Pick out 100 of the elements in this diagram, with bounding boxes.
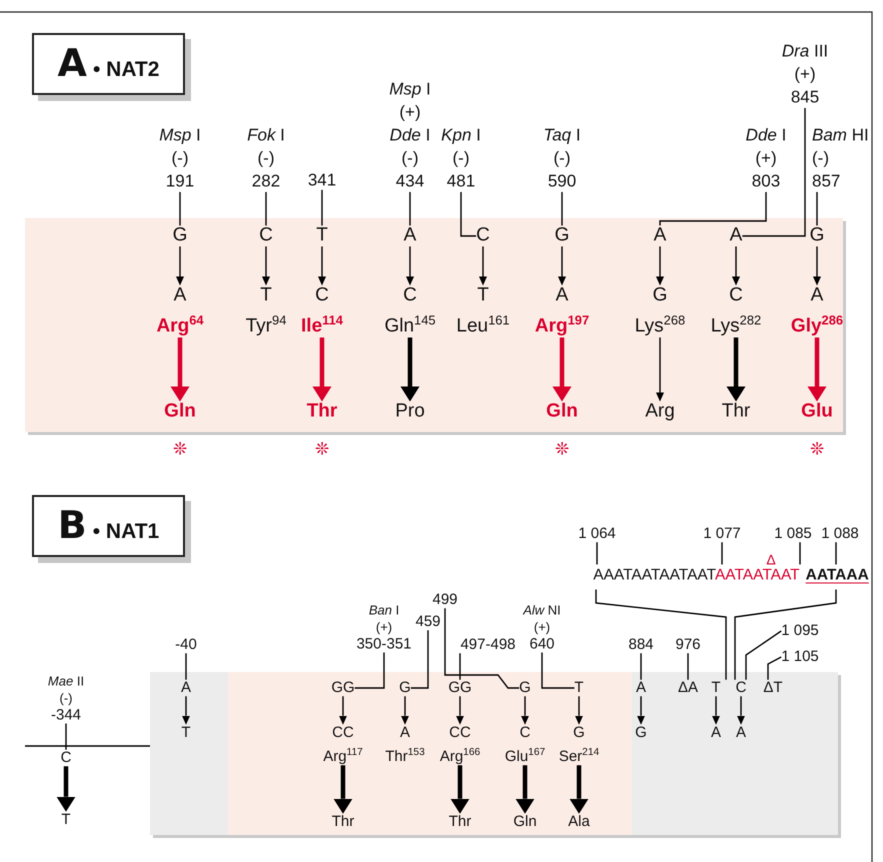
position-number: 341 [308, 171, 336, 190]
amino-acid-label: Lys$^{282}$ [710, 316, 762, 338]
amino-acid-label: Arg [645, 402, 675, 422]
nucleotide-label: T [181, 724, 191, 742]
position-number: 1 085 [774, 526, 812, 542]
amino-acid-label: Thr [722, 402, 750, 422]
nucleotide-label: A [636, 680, 646, 696]
site-change-sign: (-) [256, 147, 276, 169]
site-change-sign: (-) [452, 147, 470, 169]
amino-acid-label: Ser$^{214}$ [558, 748, 600, 766]
sequence-text: AATAAA [806, 566, 869, 584]
arrow [318, 246, 326, 286]
amino-acid-label: Gly$^{286}$ [790, 316, 844, 338]
arrow [262, 246, 270, 286]
position-number: 350-351 [356, 636, 412, 652]
position-number: 884 [628, 636, 654, 654]
arrow [479, 246, 487, 286]
site-change-sign: (+) [374, 618, 394, 636]
amino-acid-label: Ala [568, 814, 590, 830]
arrow [406, 246, 414, 286]
position-number: 434 [394, 170, 426, 192]
nucleotide-label: C [729, 286, 743, 306]
position-number: 499 [432, 592, 458, 608]
arrow [552, 337, 572, 402]
amino-acid-label: Thr [306, 402, 338, 422]
amino-acid-label: Thr [332, 814, 354, 830]
leader-line [595, 590, 727, 680]
arrow [737, 696, 745, 725]
enzyme-name: Mae II [48, 672, 84, 690]
amino-acid-label: Leu$^{161}$ [456, 316, 510, 338]
leader-line [409, 192, 411, 226]
amino-acid-label: Thr [448, 814, 472, 830]
nucleotide-label: GG [331, 680, 355, 696]
nucleotide-label: C [520, 724, 530, 742]
leader-line [185, 653, 187, 680]
leader-line [687, 653, 689, 680]
amino-acid-label: Glu [801, 402, 833, 422]
nucleotide-label: C [259, 226, 273, 246]
leader-line [816, 192, 818, 226]
arrow [570, 765, 588, 814]
nucleotide-label: T [260, 286, 272, 306]
leader-line [541, 652, 574, 689]
nucleotide-label: C [736, 680, 746, 696]
position-number: 282 [250, 170, 282, 192]
nucleotide-label: ΔT [763, 680, 783, 696]
arrow [339, 696, 347, 725]
arrow [732, 246, 740, 286]
arrow [656, 337, 664, 402]
site-change-sign: (-) [552, 147, 572, 169]
amino-acid-label: Thr$^{153}$ [385, 748, 425, 766]
nucleotide-label: C [476, 226, 490, 246]
position-number: 481 [446, 170, 476, 192]
nucleotide-label: G [172, 226, 188, 246]
site-change-sign: (-) [812, 147, 830, 169]
nucleotide-label: A [174, 286, 186, 306]
site-change-sign: (+) [754, 147, 778, 169]
site-change-sign: (-) [170, 147, 190, 169]
arrow [575, 696, 583, 725]
leader-line [734, 590, 837, 680]
amino-acid-label: Arg$^{64}$ [156, 316, 204, 338]
nucleotide-label: A [181, 680, 191, 696]
sequence-text: AAATAATAATAAT [593, 566, 715, 584]
arrow [56, 766, 76, 812]
enzyme-name: Msp I [389, 78, 431, 100]
site-change-sign: (+) [532, 618, 552, 636]
asterisk-mark: ❊ [173, 440, 187, 460]
enzyme-name: Taq I [543, 124, 581, 146]
leader-line [354, 652, 385, 689]
arrow [401, 696, 409, 725]
panel-letter: B [58, 503, 87, 547]
arrow [726, 337, 746, 402]
sequence-text: AATAATAAT [714, 566, 800, 584]
position-number: 1 105 [781, 648, 819, 666]
leader-line [742, 108, 806, 237]
amino-acid-label: Arg$^{117}$ [323, 748, 363, 766]
position-number: -40 [175, 636, 197, 654]
nucleotide-label: A [404, 226, 416, 246]
arrow [516, 765, 534, 814]
enzyme-name: Msp I [159, 124, 201, 146]
nucleotide-label: G [573, 724, 585, 742]
arrow [170, 337, 190, 402]
leader-line [721, 542, 723, 564]
exon-band [228, 672, 632, 835]
position-number: 590 [546, 170, 578, 192]
arrow [450, 765, 470, 814]
enzyme-name: Dra III [782, 40, 828, 62]
asterisk-mark: ❊ [315, 440, 329, 460]
position-number: 640 [528, 636, 556, 652]
region-band [150, 672, 228, 835]
nucleotide-label: G [399, 680, 411, 696]
nucleotide-label: A [400, 724, 410, 742]
amino-acid-label: Ile$^{114}$ [301, 316, 343, 338]
position-number: 459 [415, 614, 441, 630]
arrow [558, 246, 566, 286]
enzyme-name: Dde I [389, 124, 431, 146]
arrow [456, 696, 464, 725]
leader-line [799, 542, 801, 564]
exon-band [25, 218, 843, 432]
region-band [632, 672, 838, 835]
nucleotide-label: T [574, 680, 584, 696]
